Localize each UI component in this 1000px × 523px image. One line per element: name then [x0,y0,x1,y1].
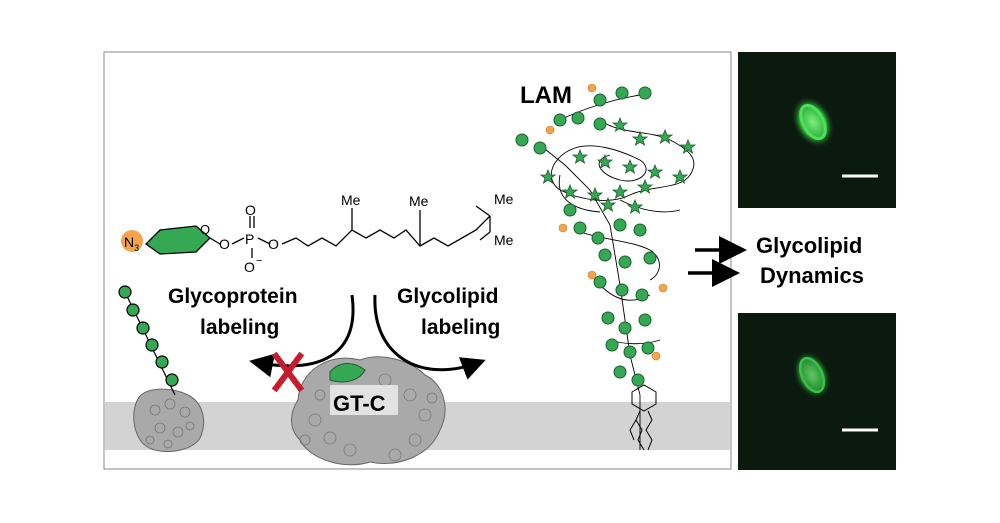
lam-structure [515,83,697,451]
svg-text:Me: Me [494,191,514,207]
svg-text:P: P [245,231,254,247]
dynamics-label-2: Dynamics [760,263,864,288]
svg-text:O: O [200,222,210,237]
gtc-enzyme [291,356,446,466]
svg-text:O: O [268,236,279,252]
gtc-label-box [330,385,398,415]
svg-text:−: − [256,255,262,267]
no-x-icon [271,351,305,393]
glycoprotein-protein [133,388,204,452]
svg-text:O: O [245,202,256,218]
gtc-label: GT-C [333,391,386,416]
lam-label: LAM [520,82,572,109]
micrograph-top [738,52,896,208]
svg-text:N3: N3 [124,234,139,253]
micrograph-bottom [738,313,896,470]
glycoprotein-glycan [118,285,179,396]
svg-text:Me: Me [341,192,361,208]
glycolipid-label-2: labeling [421,316,500,339]
dynamics-label-1: Glycolipid [756,233,862,258]
glycolipid-arrow [373,294,486,380]
glycoprotein-label-2: labeling [200,316,279,339]
glycoprotein-label-1: Glycoprotein [168,285,298,308]
azide-badge [121,230,143,252]
svg-text:Me: Me [409,193,429,209]
svg-text:O: O [244,259,255,275]
svg-text:O: O [219,236,230,252]
svg-text:Me: Me [494,232,514,248]
glycoprotein-arrow [249,294,355,378]
probe-structure: N3 O O P O O − O Me Me Me Me [121,191,514,275]
glycolipid-label-1: Glycolipid [397,285,499,308]
